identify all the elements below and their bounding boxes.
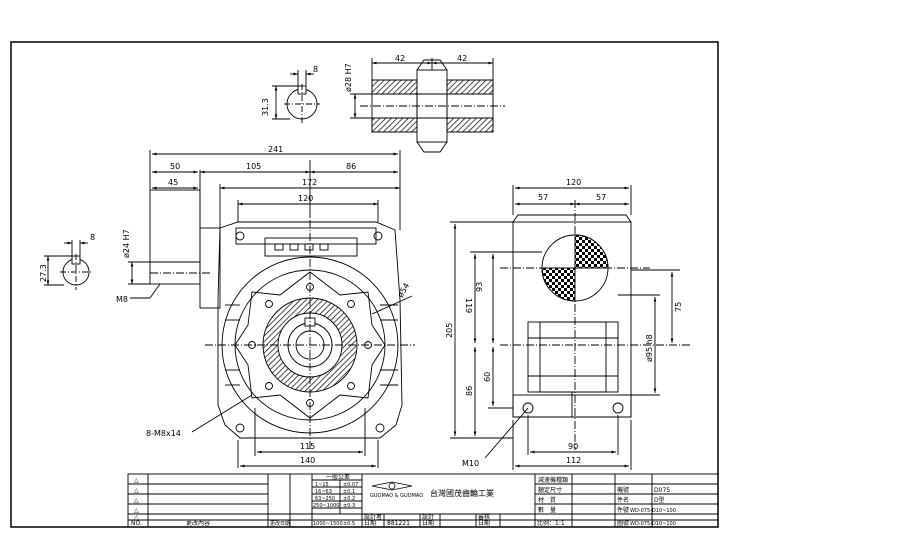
dim-k42b: 42 (457, 54, 467, 63)
dim-side-205: 205 (445, 323, 454, 338)
dim-115: 115 (300, 442, 315, 451)
tb-date-label-3: 日期 (478, 519, 490, 527)
dim-50: 50 (170, 162, 180, 171)
dim-k8-left: 8 (90, 233, 95, 242)
tb-tol-val-2: ±0.1 (343, 489, 355, 495)
dim-105: 105 (246, 162, 261, 171)
dim-side-90: 90 (568, 442, 578, 451)
tb-dwg: WD-075-D10~100 (630, 521, 676, 527)
tb-type: D型 (654, 496, 665, 504)
dim-side-93: 93 (475, 282, 484, 292)
dim-86-top: 86 (346, 162, 356, 171)
dim-m8: M8 (116, 295, 128, 304)
hollow-shaft-section (350, 58, 505, 153)
dim-side-75: 75 (674, 302, 683, 312)
tb-warn-4: △ (134, 507, 139, 514)
tb-dwg-label: 圖號 (617, 519, 629, 527)
tb-warn-5: △ (134, 514, 139, 521)
company-logo: GUOMAO & GUOMAO (370, 481, 423, 499)
dim-side-60: 60 (483, 372, 492, 382)
tb-type-label: 件名 (617, 496, 629, 504)
keyway-detail-left (44, 240, 92, 290)
dim-side-57a: 57 (538, 193, 548, 202)
tb-pn: WD-075-D10~100 (630, 508, 676, 514)
tb-design: 設計 (422, 513, 434, 521)
tb-warn-2: △ (134, 487, 139, 494)
sheet-border (10, 41, 719, 528)
dim-side-57b: 57 (596, 193, 606, 202)
tb-model-label: 機號 (617, 486, 629, 494)
dim-45: 45 (168, 178, 178, 187)
tb-product: 減速機種類 (538, 476, 568, 484)
dim-k42a: 42 (395, 54, 405, 63)
tb-warn-3: △ (134, 497, 139, 504)
tb-tol-range-4: 250~1000 (313, 503, 339, 509)
dim-k31-3: 31.3 (261, 98, 270, 116)
dim-140: 140 (300, 456, 315, 465)
dim-r54: ø54 (396, 281, 411, 299)
tb-tol-val-4: ±0.3 (343, 503, 355, 509)
title-block (127, 473, 719, 528)
tb-scale: 比例：1:1 (537, 519, 565, 527)
dim-k27-3: 27.3 (39, 264, 48, 282)
tb-company-en: GUOMAO & GUOMAO (370, 493, 423, 499)
tb-tol-val-1: ±0.07 (343, 482, 358, 488)
dim-172: 172 (302, 178, 317, 187)
tb-qty: 數 量 (538, 506, 556, 514)
tb-warn-1: △ (134, 477, 139, 484)
tb-tol-val-3: ±0.2 (343, 496, 355, 502)
tb-pn-label: 件號 (617, 506, 629, 514)
tb-tol-range-2: 16~63 (315, 489, 332, 495)
side-view (450, 185, 690, 470)
tb-date-label-2: 日期 (422, 519, 434, 527)
tb-date-value: 881221 (387, 520, 410, 527)
tb-date-label-1: 日期 (364, 519, 376, 527)
dim-side-112: 112 (566, 456, 581, 465)
dim-d28-h7: ø28 H7 (344, 63, 353, 92)
tb-change-content: 更改內容 (186, 519, 210, 527)
dim-m10: M10 (462, 459, 479, 468)
tb-tol-val-5: ±0.5 (343, 521, 355, 527)
tb-model: D075 (654, 487, 670, 494)
dim-8-m8x14: 8-M8x14 (146, 429, 181, 438)
tb-material: 材 質 (538, 496, 556, 504)
keyway-detail-top (272, 70, 320, 125)
dim-d24-h7: ø24 H7 (122, 229, 131, 258)
dim-side-119: 119 (464, 298, 473, 313)
dim-side-d95-h8: ø95 h8 (645, 334, 654, 362)
tb-tol-range-1: 1~15 (315, 482, 329, 488)
dim-side-120: 120 (566, 178, 581, 187)
tb-rated: 額定尺寸 (538, 486, 562, 494)
dim-k8-top: 8 (313, 65, 318, 74)
dim-side-86: 86 (465, 386, 474, 396)
tb-designer: 設計者 (364, 513, 382, 521)
tb-tol-range-5: 1000~1500 (313, 521, 343, 527)
front-view (128, 150, 415, 468)
tb-company-name: 台灣國茂齒輪工業 (430, 488, 494, 498)
tb-tol-head: 一般公差 (326, 473, 350, 481)
tb-change-date: 更改日期 (270, 520, 290, 527)
tb-tol-range-3: 63~250 (315, 496, 335, 502)
dim-120-front: 120 (298, 194, 313, 203)
tb-no-label: NO. (131, 520, 142, 527)
dim-241: 241 (268, 145, 283, 154)
tb-check: 審核 (478, 513, 490, 521)
